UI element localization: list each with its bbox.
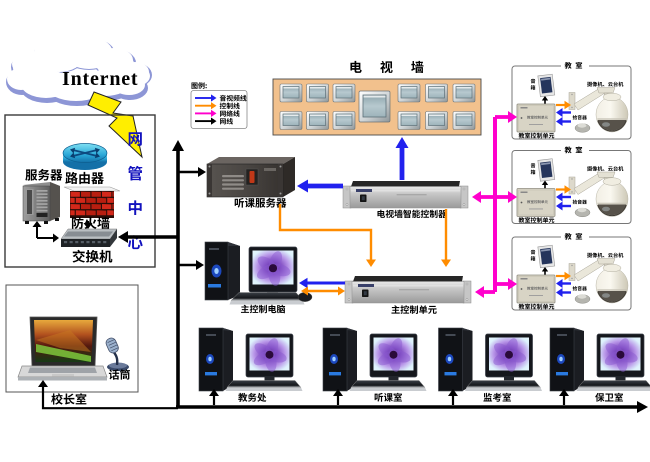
- svg-text:Internet: Internet: [62, 68, 138, 90]
